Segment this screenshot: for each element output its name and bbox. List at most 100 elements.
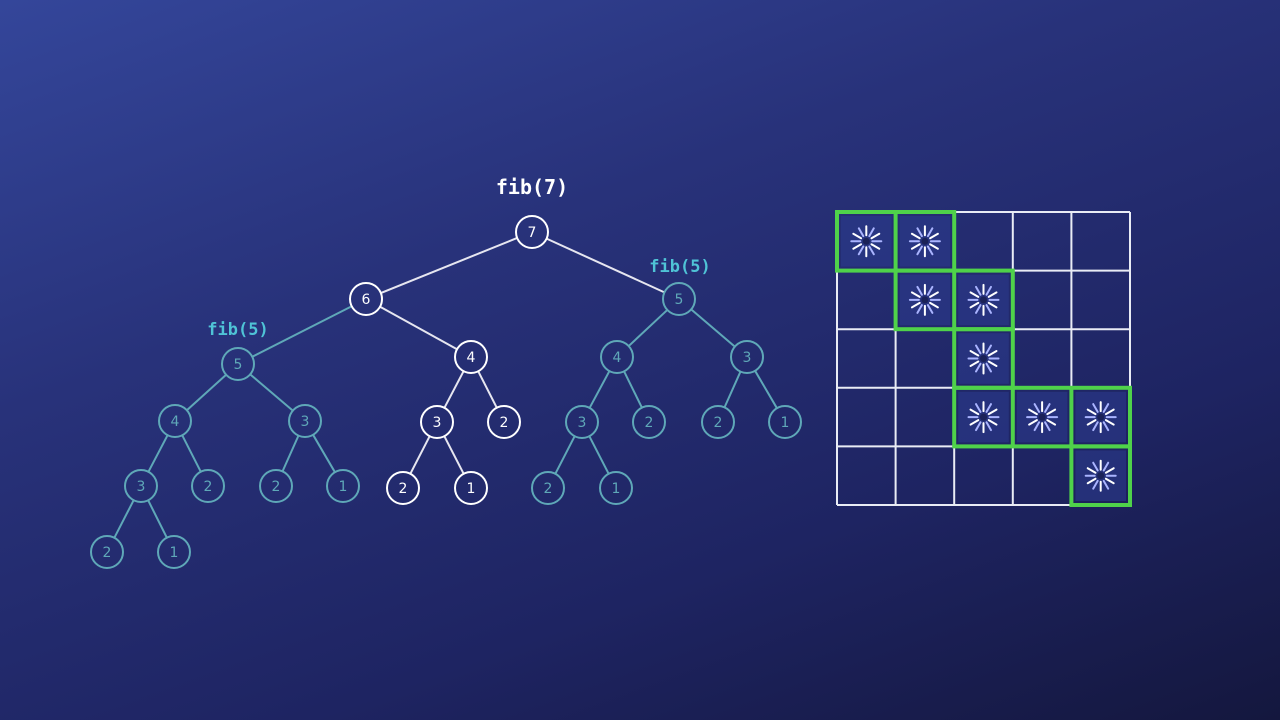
spinner-icon	[967, 283, 1000, 316]
tree-edge	[379, 305, 458, 351]
tree-node-value: 3	[301, 414, 310, 430]
tree-node-value: 2	[272, 479, 281, 495]
tree-node: 2	[386, 471, 420, 505]
tree-node-value: 2	[103, 545, 112, 561]
tree-node: 3	[124, 469, 158, 503]
tree-node-circle	[349, 282, 383, 316]
tree-node-value: 6	[362, 292, 371, 308]
tree-node-circle	[632, 405, 666, 439]
spinner-icon	[908, 283, 941, 316]
tree-node-circle	[487, 405, 521, 439]
tree-node: 1	[454, 471, 488, 505]
tree-node-circle	[420, 405, 454, 439]
tree-node-value: 4	[171, 414, 180, 430]
tree-edge	[628, 309, 668, 347]
tree-node: 7	[515, 215, 549, 249]
tree-node-circle	[599, 471, 633, 505]
left-subtree-label: fib(5)	[207, 320, 268, 340]
tree-node: 4	[454, 340, 488, 374]
tree-node-value: 2	[645, 415, 654, 431]
tree-node: 2	[487, 405, 521, 439]
tree-node-circle	[565, 405, 599, 439]
tree-node-circle	[701, 405, 735, 439]
tree-edge	[147, 434, 169, 473]
tree-edge	[754, 370, 778, 409]
tree-node-circle	[191, 469, 225, 503]
spinner-icon	[967, 342, 1000, 375]
tree-node-circle	[515, 215, 549, 249]
spinner-icon	[1084, 401, 1117, 434]
tree-node: 1	[768, 405, 802, 439]
tree-node-circle	[600, 340, 634, 374]
tree-edge	[380, 237, 518, 294]
memo-highlight-box	[952, 385, 1133, 449]
tree-edge	[443, 435, 465, 475]
tree-node: 5	[221, 347, 255, 381]
recursion-tree: 7 6 5 5 4 4 3 4 3 3 2 3 2 2 1 3 2 2 1 2 1 2 1 2 1	[90, 215, 802, 569]
tree-node: 4	[600, 340, 634, 374]
tree-node: 2	[90, 535, 124, 569]
tree-node-circle	[454, 340, 488, 374]
tree-node-value: 4	[613, 350, 622, 366]
tree-edge	[554, 435, 576, 475]
tree-edge	[477, 370, 498, 409]
tree-edge	[312, 434, 336, 473]
tree-node: 3	[730, 340, 764, 374]
tree-node-circle	[90, 535, 124, 569]
tree-node-value: 4	[467, 350, 476, 366]
tree-node: 2	[701, 405, 735, 439]
tree-node: 2	[531, 471, 565, 505]
tree-node-value: 1	[781, 415, 790, 431]
tree-node: 3	[565, 405, 599, 439]
tree-node-value: 3	[743, 350, 752, 366]
tree-title: fib(7)	[496, 175, 568, 199]
tree-edge	[249, 373, 294, 412]
tree-node-value: 1	[467, 481, 476, 497]
tree-edge	[443, 370, 465, 409]
tree-node-value: 2	[714, 415, 723, 431]
tree-node-value: 5	[675, 292, 684, 308]
tree-node-circle	[158, 404, 192, 438]
tree-node-circle	[326, 469, 360, 503]
tree-edge	[588, 435, 610, 475]
tree-node-circle	[662, 282, 696, 316]
tree-node-value: 3	[433, 415, 442, 431]
tree-node: 1	[326, 469, 360, 503]
tree-node: 1	[599, 471, 633, 505]
tree-node-value: 2	[500, 415, 509, 431]
tree-node-value: 1	[170, 545, 179, 561]
tree-edge	[690, 308, 736, 348]
tree-node-value: 2	[204, 479, 213, 495]
tree-edge	[409, 435, 431, 475]
tree-node-value: 1	[339, 479, 348, 495]
tree-edge	[147, 499, 168, 539]
tree-edge	[588, 370, 611, 409]
tree-edge	[251, 305, 353, 358]
tree-node: 4	[158, 404, 192, 438]
spinner-icon	[850, 225, 883, 258]
tree-edge	[546, 237, 665, 294]
tree-node-value: 7	[528, 225, 537, 241]
spinner-icon	[908, 225, 941, 258]
tree-node-value: 3	[578, 415, 587, 431]
tree-node: 2	[632, 405, 666, 439]
right-subtree-label: fib(5)	[649, 257, 710, 277]
tree-node-circle	[259, 469, 293, 503]
tree-node-circle	[157, 535, 191, 569]
tree-node: 3	[288, 404, 322, 438]
tree-node-circle	[730, 340, 764, 374]
spinner-icon	[967, 401, 1000, 434]
tree-node-circle	[454, 471, 488, 505]
tree-node: 2	[191, 469, 225, 503]
tree-node-value: 2	[544, 481, 553, 497]
spinner-icon	[1084, 459, 1117, 492]
tree-edge	[186, 373, 227, 412]
tree-node-value: 1	[612, 481, 621, 497]
tree-edge	[281, 435, 300, 472]
tree-node-value: 3	[137, 479, 146, 495]
tree-node: 2	[259, 469, 293, 503]
tree-edge	[113, 499, 135, 539]
tree-edge	[623, 370, 643, 409]
memo-table-grid	[835, 210, 1133, 507]
